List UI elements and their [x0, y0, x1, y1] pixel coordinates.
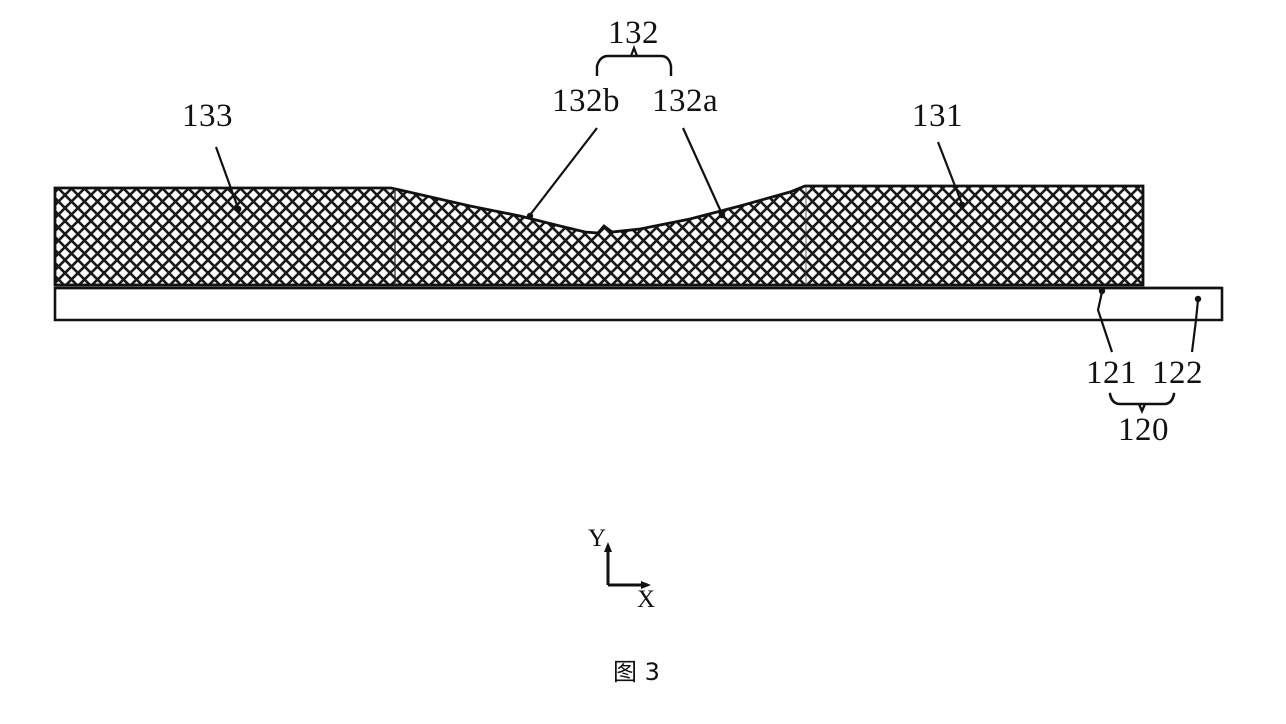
leader-132b-line — [529, 127, 598, 216]
reference-label-122: 122 — [1152, 355, 1203, 391]
reference-label-131: 131 — [912, 98, 963, 134]
leader-132a-dot — [718, 211, 726, 219]
brace-132-path — [595, 54, 673, 68]
leader-121 — [1096, 287, 1114, 353]
axis-y-arrowhead — [604, 542, 612, 552]
axis-label-x: X — [637, 586, 656, 613]
leader-132b — [526, 127, 598, 220]
leader-122-dot — [1194, 295, 1202, 303]
figure-caption: 图 3 — [613, 658, 660, 686]
brace-132-tip — [629, 44, 639, 57]
leader-121-dot — [1098, 287, 1106, 295]
leader-131-line — [936, 141, 964, 205]
leader-133-dot — [234, 205, 242, 213]
leader-133 — [214, 146, 242, 213]
brace-120 — [1108, 392, 1176, 415]
brace-120-path — [1108, 392, 1176, 406]
substrate-layer-122 — [53, 286, 1224, 322]
brace-132 — [595, 44, 673, 76]
leader-122 — [1190, 295, 1202, 353]
reference-label-132a: 132a — [652, 83, 719, 119]
axis-label-y: Y — [588, 525, 607, 552]
leader-121-line — [1096, 291, 1114, 353]
brace-132-legs — [595, 66, 673, 76]
coordinate-axes — [604, 542, 651, 589]
leader-131-dot — [958, 201, 966, 209]
reference-label-132: 132 — [608, 15, 659, 51]
reference-label-121: 121 — [1086, 355, 1137, 391]
reference-label-133: 133 — [182, 98, 233, 134]
axis-x-arrowhead — [641, 581, 651, 589]
hatched-body-fill — [53, 184, 1145, 287]
leader-132b-dot — [526, 212, 534, 220]
leader-132a-line — [681, 127, 724, 215]
hatched-body-130 — [53, 184, 1145, 287]
leader-133-line — [214, 146, 240, 209]
reference-label-120: 120 — [1118, 412, 1169, 448]
substrate-122-outline — [53, 286, 1224, 322]
leader-122-line — [1190, 299, 1200, 353]
leader-132a — [681, 127, 726, 219]
leader-131 — [936, 141, 966, 209]
brace-120-tip — [1137, 403, 1147, 415]
reference-label-132b: 132b — [552, 83, 620, 119]
